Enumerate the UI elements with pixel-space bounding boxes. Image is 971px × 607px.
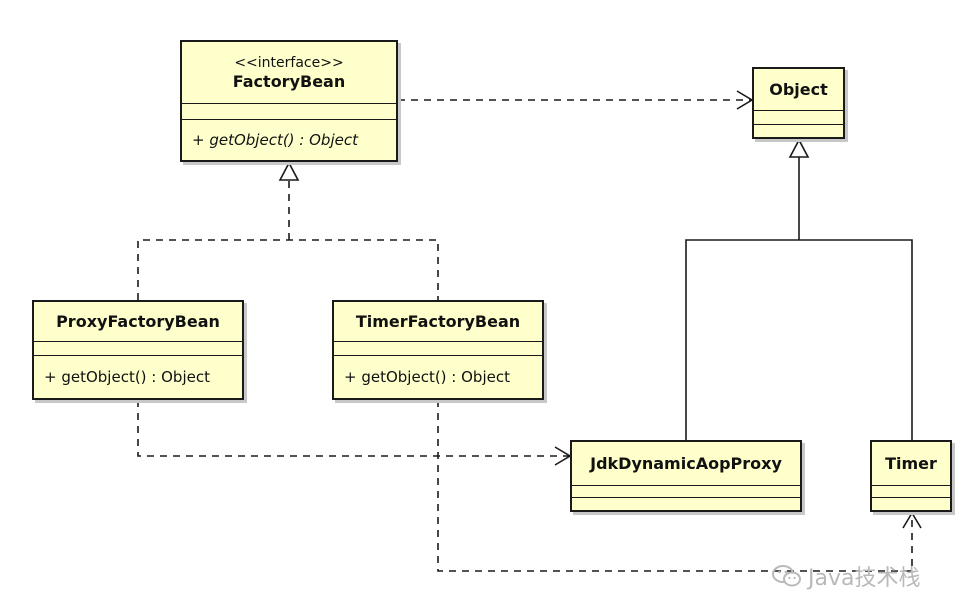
operation-section: + getObject() : Object (334, 356, 542, 398)
stereotype-label: <<interface>> (234, 54, 344, 71)
class-name: ProxyFactoryBean (56, 311, 220, 331)
attribute-section (34, 342, 242, 356)
class-name: JdkDynamicAopProxy (590, 453, 782, 473)
class-header: <<interface>> FactoryBean (182, 42, 396, 104)
class-header: TimerFactoryBean (334, 302, 542, 342)
class-proxyfactorybean[interactable]: ProxyFactoryBean + getObject() : Object (32, 300, 244, 400)
class-header: ProxyFactoryBean (34, 302, 242, 342)
class-header: JdkDynamicAopProxy (572, 442, 800, 486)
class-timer[interactable]: Timer (870, 440, 952, 512)
class-object[interactable]: Object (752, 67, 845, 139)
class-factorybean[interactable]: <<interface>> FactoryBean + getObject() … (180, 40, 398, 162)
attribute-section (754, 111, 843, 125)
class-header: Object (754, 69, 843, 111)
class-jdkdynamicaopproxy[interactable]: JdkDynamicAopProxy (570, 440, 802, 512)
class-name: Object (769, 79, 828, 99)
dependency-timerfactory-timer (437, 400, 913, 572)
operation-getobject: + getObject() : Object (192, 131, 358, 149)
generalization-branches (685, 239, 913, 440)
watermark-text: Java技术栈 (808, 566, 921, 591)
generalization-triangle (788, 138, 810, 158)
realization-triangle (278, 161, 300, 181)
operation-section (572, 498, 800, 510)
attribute-section (572, 486, 800, 498)
wechat-icon (772, 565, 801, 587)
class-timerfactorybean[interactable]: TimerFactoryBean + getObject() : Object (332, 300, 544, 400)
operation-getobject: + getObject() : Object (44, 368, 210, 386)
operation-section (754, 125, 843, 137)
operation-section (872, 498, 950, 510)
realization-proxy (137, 239, 439, 300)
operation-section: + getObject() : Object (34, 356, 242, 398)
attribute-section (182, 104, 396, 120)
class-name: FactoryBean (232, 71, 346, 91)
attribute-section (334, 342, 542, 356)
class-header: Timer (872, 442, 950, 486)
attribute-section (872, 486, 950, 498)
operation-getobject: + getObject() : Object (344, 368, 510, 386)
class-name: Timer (885, 453, 937, 473)
arrowhead-timer (902, 511, 922, 529)
dependency-proxy-jdk (137, 400, 570, 457)
operation-section: + getObject() : Object (182, 120, 396, 160)
class-name: TimerFactoryBean (355, 311, 521, 331)
watermark: Java技术栈 (772, 560, 920, 592)
